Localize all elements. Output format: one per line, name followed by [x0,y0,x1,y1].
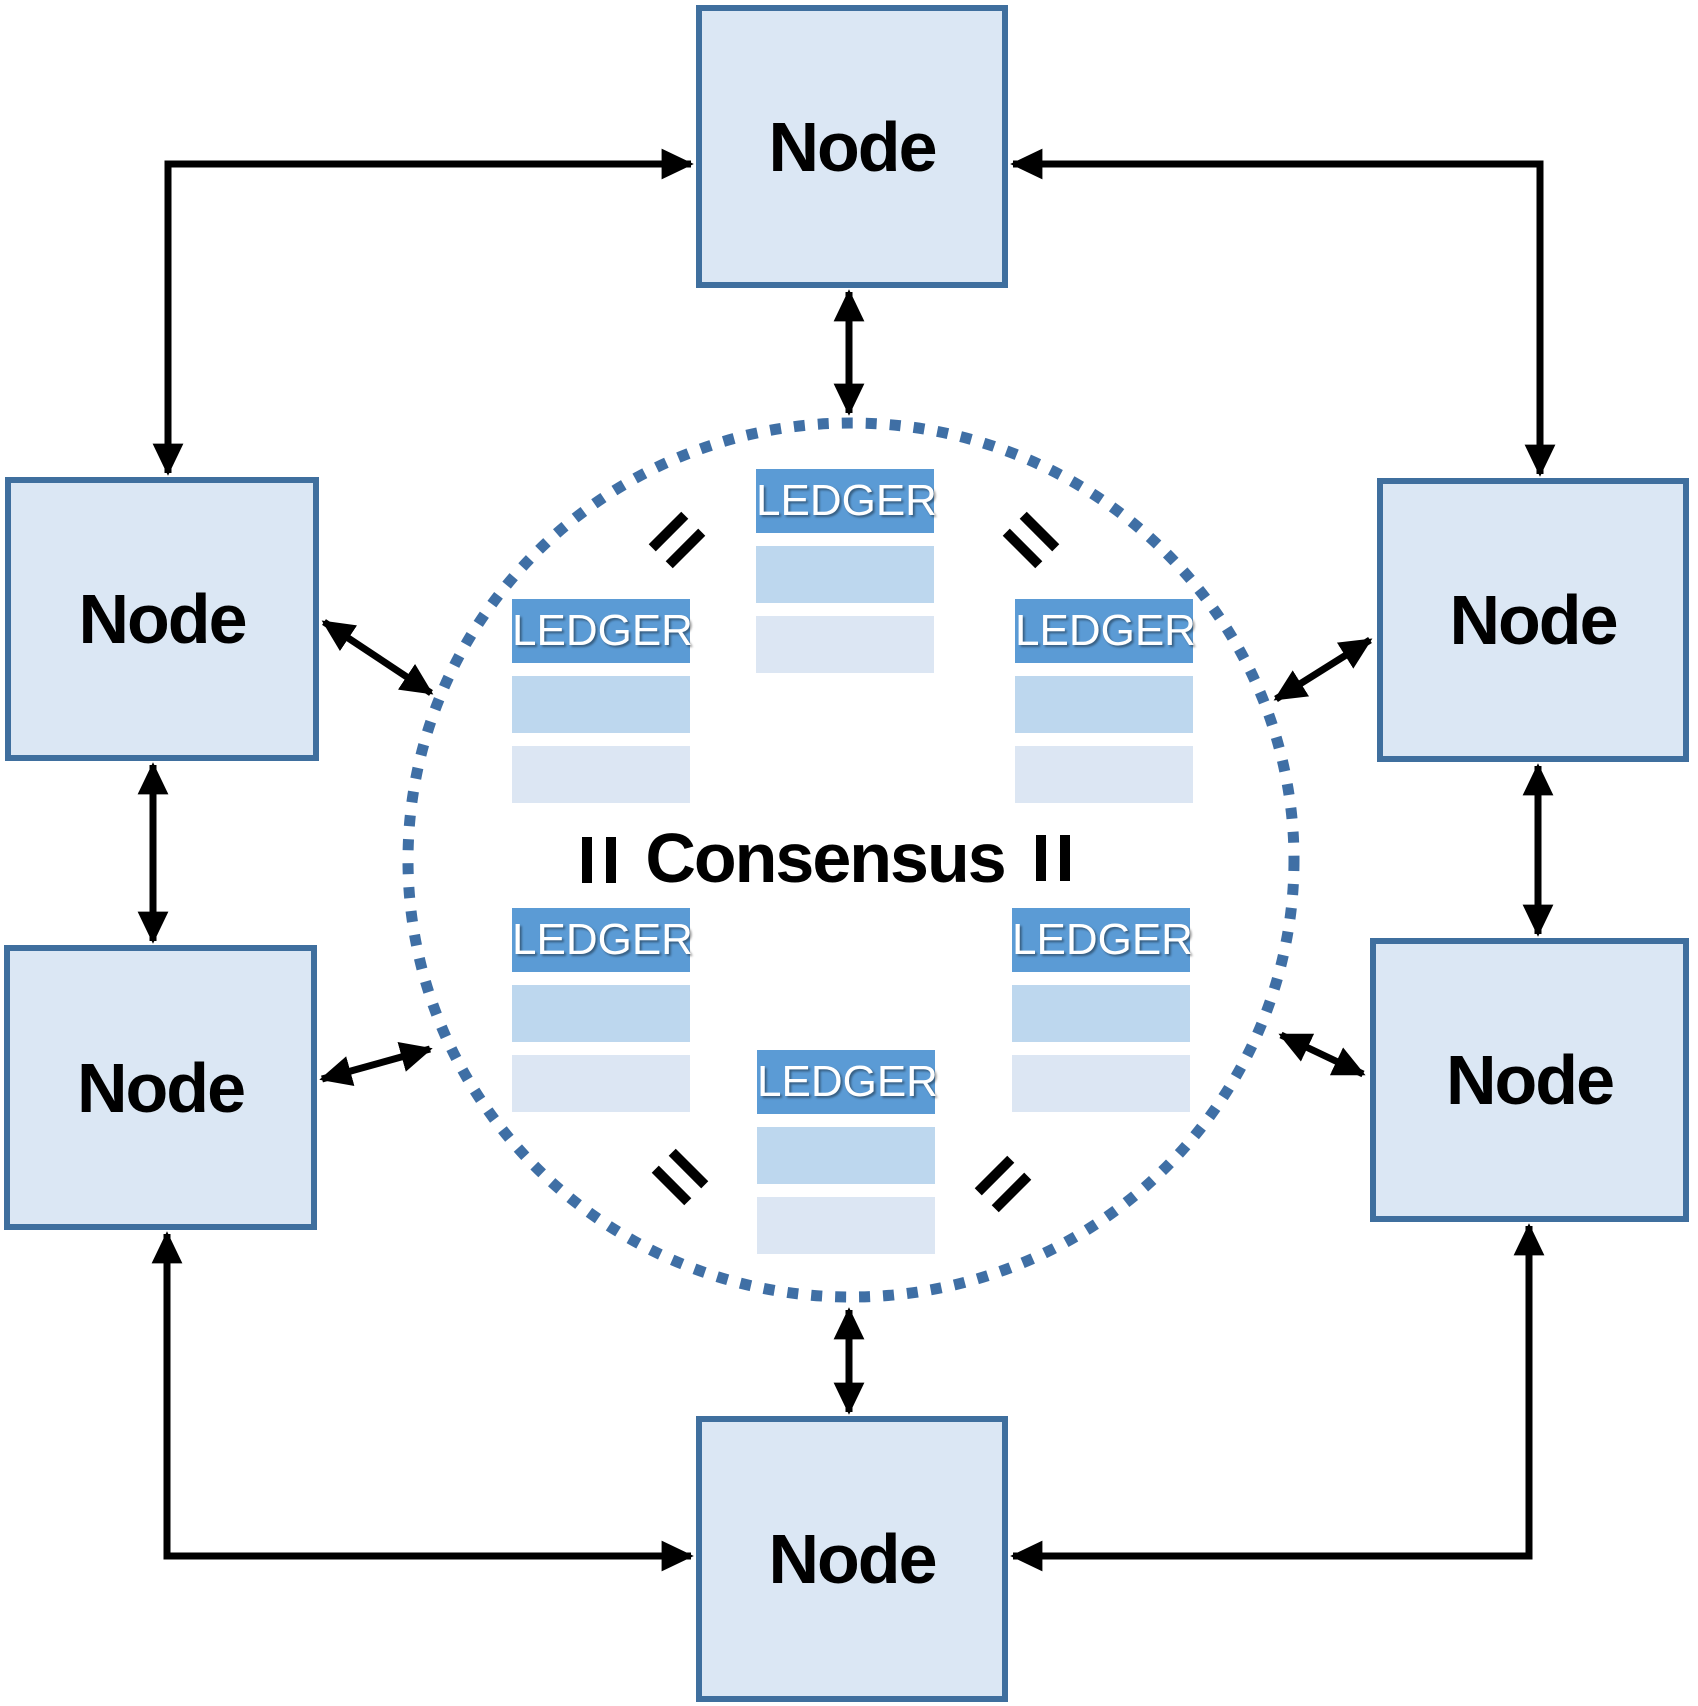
arrow-elbow-top-right [1010,148,1556,477]
ledger-row [1012,1055,1190,1112]
arrow-left-lower-node-to-ring [319,1042,433,1086]
equals-bar [1036,835,1046,881]
ledger-row [512,676,690,733]
ledger-header: LEDGER [512,599,693,663]
ledger-row [757,1197,935,1254]
ledger-table-low-right: LEDGER [1012,908,1193,1112]
arrow-elbow-top-left [152,148,694,476]
ledger-table-mid-right: LEDGER [1015,599,1196,803]
ledger-row [757,1127,935,1184]
ledger-header: LEDGER [757,1050,938,1114]
arrow-elbow-bottom-left [151,1231,694,1572]
equals-bar [582,837,592,883]
node-bottom: Node [696,1416,1008,1702]
ledger-row [756,546,934,603]
ledger-row [1015,746,1193,803]
equals-bar [1060,835,1070,881]
arrow-right-lower-node-to-ring [1278,1031,1366,1078]
ledger-row [1012,985,1190,1042]
ledger-row [512,985,690,1042]
ledger-header: LEDGER [512,908,693,972]
ledger-row [512,746,690,803]
arrow-elbow-bottom-right [1010,1223,1545,1572]
node-left-upper: Node [5,477,319,761]
ledger-table-mid-left: LEDGER [512,599,693,803]
node-top: Node [696,5,1008,288]
arrow-left-upper-node-to-ring [321,619,434,696]
ledger-row [512,1055,690,1112]
equals-icon [582,837,616,883]
ledger-header: LEDGER [756,469,937,533]
equals-bar [606,837,616,883]
node-left-lower: Node [4,945,317,1230]
ledger-table-low-left: LEDGER [512,908,693,1112]
consensus-label: Consensus [645,819,1006,897]
arrow-right-upper-node-to-ring [1273,637,1373,702]
equals-icon [1036,835,1070,881]
ledger-row [756,616,934,673]
node-right-lower: Node [1370,938,1689,1222]
ledger-table-bottom: LEDGER [757,1050,938,1254]
ledger-header: LEDGER [1012,908,1193,972]
ledger-row [1015,676,1193,733]
node-right-upper: Node [1377,478,1689,762]
ledger-table-top: LEDGER [756,469,937,673]
ledger-header: LEDGER [1015,599,1196,663]
consensus-ring-dotted-circle [402,417,1300,1303]
